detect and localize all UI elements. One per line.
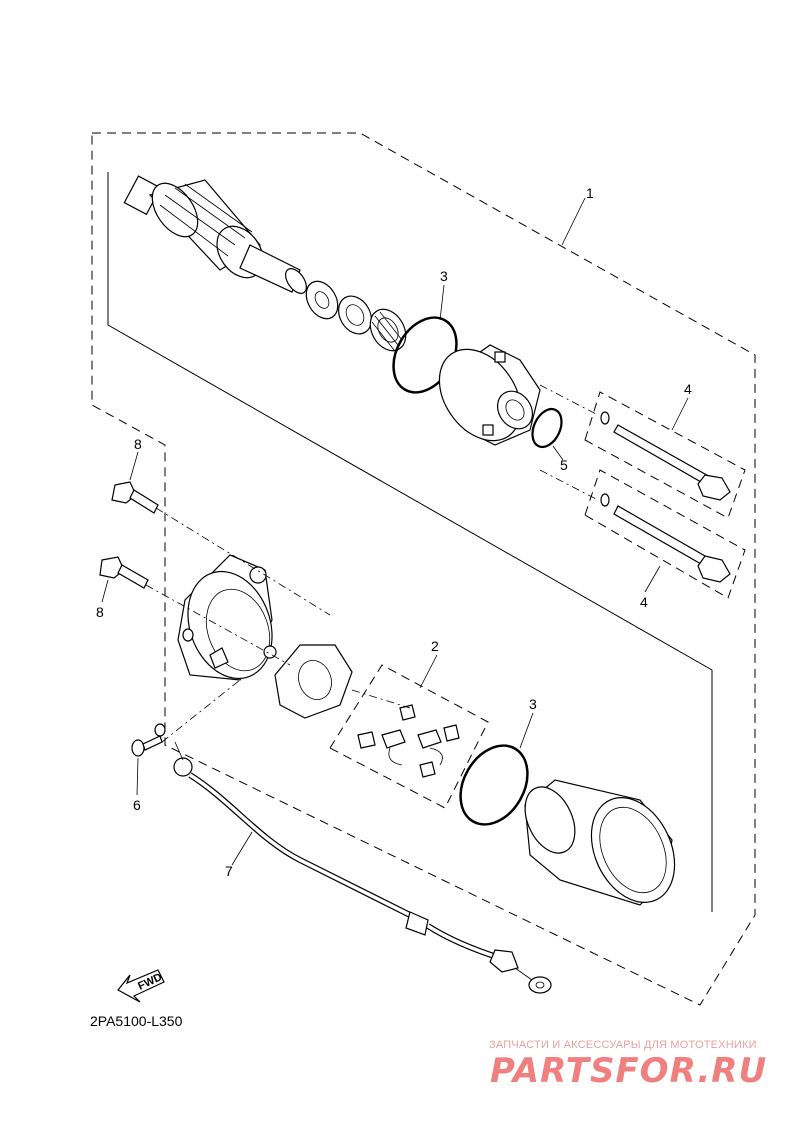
front-cover [438, 344, 541, 446]
alignment-line-armature [539, 384, 599, 416]
washer-hole [314, 291, 330, 309]
leader-8a [129, 451, 139, 481]
through-bolt-lower [600, 493, 731, 583]
leader-4a [671, 397, 689, 431]
ref-label-7: 7 [225, 863, 233, 879]
yoke-housing [524, 779, 676, 906]
ref-label-3-lower: 3 [529, 696, 537, 712]
watermark-tagline: ЗАПЧАСТИ И АКСЕССУАРЫ ДЛЯ МОТОТЕХНИКИ [489, 1039, 757, 1051]
leader-6 [136, 757, 139, 796]
ref-label-1: 1 [586, 185, 594, 201]
lead-wire-7 [154, 723, 552, 994]
alignment-line-upper [155, 507, 331, 616]
ref-label-5: 5 [560, 457, 568, 473]
inner-boundary [107, 172, 713, 912]
watermark-brand: PARTSFOR.RU [490, 1051, 767, 1091]
brush-set [357, 704, 460, 778]
leader-4b [644, 565, 661, 593]
alignment-line-lower [161, 679, 241, 743]
rear-cover [177, 554, 277, 681]
ref-label-4-lower: 4 [640, 594, 648, 610]
leader-7 [231, 831, 253, 866]
bearing-inner [345, 304, 365, 326]
fwd-arrow-icon: FWD [117, 969, 165, 1003]
fwd-label: FWD [136, 971, 164, 992]
bearing-outer [338, 295, 372, 335]
alignment-line-bolt [539, 469, 599, 501]
brush-set-box-2 [329, 664, 489, 809]
leader-2 [419, 654, 438, 689]
o-ring-5 [531, 407, 563, 449]
ref-label-4-upper: 4 [684, 381, 692, 397]
assembly-boundary-1 [91, 132, 756, 1006]
ref-label-3-upper: 3 [440, 268, 448, 284]
leader-3b [519, 712, 534, 749]
screw-6 [131, 735, 163, 757]
through-bolt-upper [600, 411, 731, 501]
o-ring-3-lower [459, 744, 529, 826]
ref-label-6: 6 [133, 797, 141, 813]
leader-5 [552, 445, 564, 461]
bolt-8-upper [111, 481, 159, 514]
bolt-box-4a [584, 391, 746, 519]
bolt-box-4b [584, 469, 746, 599]
armature [123, 175, 307, 294]
needle-bearing [369, 308, 407, 352]
bolt-8-lower [99, 556, 149, 589]
ref-label-2: 2 [431, 638, 439, 654]
brush-holder [274, 644, 353, 719]
alignment-line-yoke [351, 689, 411, 709]
leader-3a [439, 284, 445, 321]
ref-label-8-lower: 8 [96, 604, 104, 620]
washer [305, 280, 339, 320]
ref-label-8-upper: 8 [134, 436, 142, 452]
diagram-code: 2PA5100-L350 [90, 1013, 183, 1029]
leader-8b [101, 579, 109, 603]
leader-1 [561, 197, 586, 246]
